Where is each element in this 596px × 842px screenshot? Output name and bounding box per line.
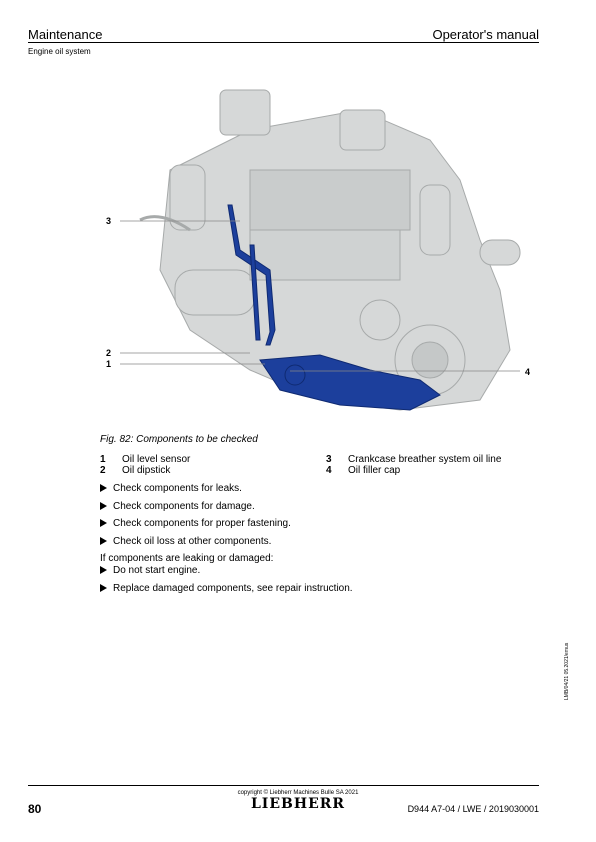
breather-oil-line [227, 204, 276, 346]
legend-text: Oil filler cap [348, 465, 401, 476]
step-item: Check oil loss at other components. [100, 536, 271, 547]
arrow-bullet-icon [100, 584, 107, 592]
legend-num: 2 [100, 465, 106, 476]
callout-label-2: 2 [106, 348, 111, 358]
engine-figure: 3 2 1 4 [106, 89, 530, 411]
legend-num: 1 [100, 454, 106, 465]
step-item: Check components for proper fastening. [100, 518, 291, 529]
legend-text: Crankcase breather system oil line [348, 454, 502, 465]
condition-step: Replace damaged components, see repair i… [100, 583, 353, 594]
callout-label-3: 3 [106, 216, 111, 226]
step-item: Check components for damage. [100, 501, 255, 512]
header-manual-title: Operator's manual [432, 27, 539, 42]
legend-num: 4 [326, 465, 332, 476]
legend-num: 3 [326, 454, 332, 465]
arrow-bullet-icon [100, 566, 107, 574]
oil-components [227, 204, 441, 411]
arrow-bullet-icon [100, 537, 107, 545]
legend-text: Oil dipstick [122, 465, 171, 476]
step-item: Check components for leaks. [100, 483, 242, 494]
arrow-bullet-icon [100, 484, 107, 492]
legend-text: Oil level sensor [122, 454, 191, 465]
header-section: Maintenance [28, 27, 103, 42]
arrow-bullet-icon [100, 502, 107, 510]
callout-label-1: 1 [106, 359, 111, 369]
oil-dipstick-tube [249, 244, 261, 341]
condition-step: Do not start engine. [100, 565, 200, 576]
callout-label-4: 4 [525, 367, 530, 377]
engine-illustration [139, 89, 521, 411]
header-divider [28, 42, 539, 43]
header-subsection: Engine oil system [28, 47, 91, 56]
page-number: 80 [28, 802, 42, 816]
footer-copyright: copyright © Liebherr Machines Bulle SA 2… [237, 790, 359, 796]
footer-divider [28, 785, 539, 786]
oil-filler-cap [284, 364, 306, 386]
document-id: D944 A7-04 / LWE / 2019030001 [407, 804, 539, 814]
side-document-code: LMB/04/21 05.2021/emus [564, 642, 570, 700]
figure-caption: Fig. 82: Components to be checked [100, 434, 258, 445]
brand-logo: LIEBHERR [250, 796, 346, 812]
condition-text: If components are leaking or damaged: [100, 553, 274, 564]
arrow-bullet-icon [100, 519, 107, 527]
